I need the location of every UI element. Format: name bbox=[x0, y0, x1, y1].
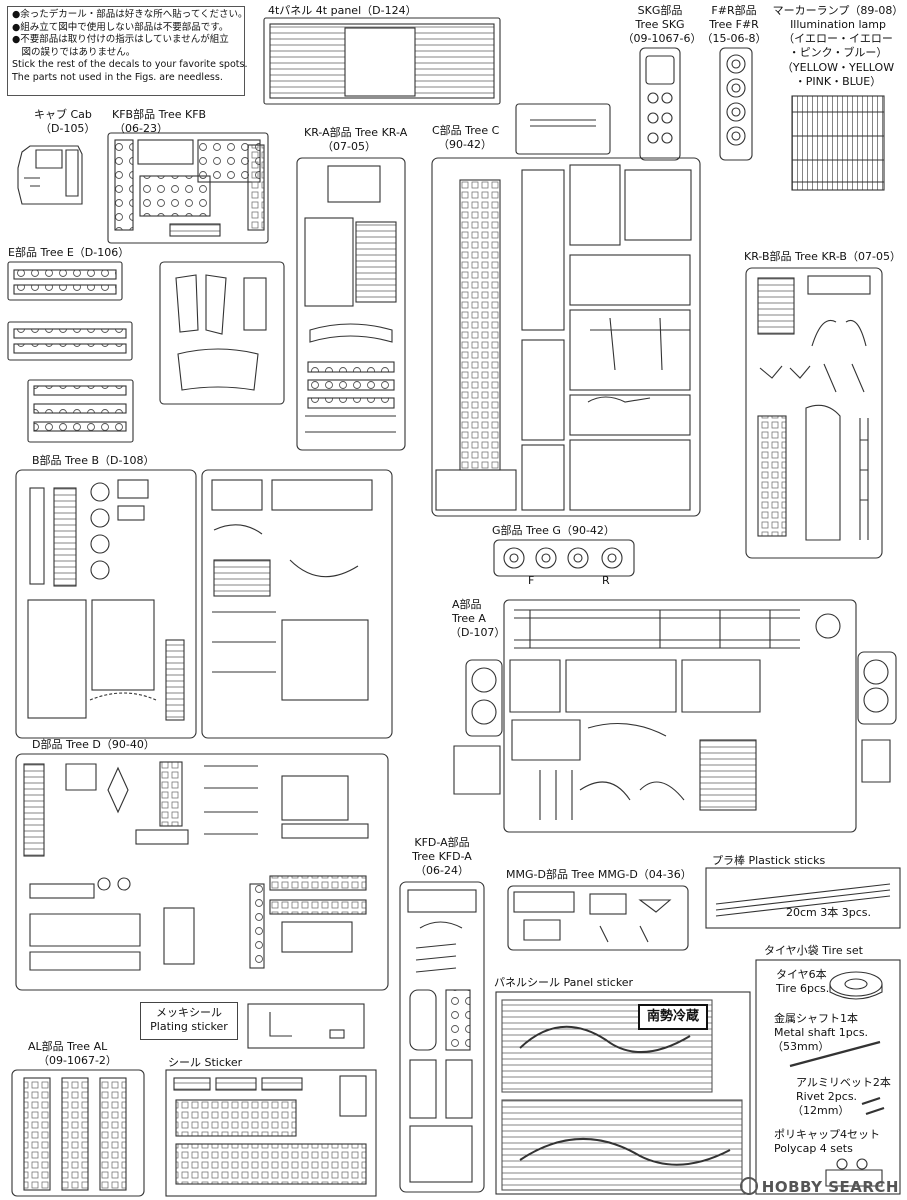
marker-lamp-label-2: Illumination lamp bbox=[790, 18, 886, 31]
tree-kr-a-code: （07-05） bbox=[322, 140, 376, 153]
notes-box: ●余ったデカール・部品は好きな所へ貼ってください。 ●組み立て図中で使用しない部… bbox=[7, 6, 248, 96]
tire-set-title: タイヤ小袋 Tire set bbox=[764, 944, 863, 957]
tree-kfd-a-label-3: （06-24） bbox=[415, 864, 469, 877]
panel-sticker-sheet bbox=[495, 991, 751, 1195]
tree-c-title: C部品 Tree C bbox=[432, 124, 500, 137]
tree-g-r-marker: R bbox=[602, 574, 610, 587]
tire-label-1: タイヤ6本 bbox=[776, 968, 827, 981]
hobby-search-logo-icon bbox=[739, 1177, 758, 1195]
note-line: ●不要部品は取り付けの指示はしていませんが組立 bbox=[12, 34, 229, 45]
note-line: Stick the rest of the decals to your fav… bbox=[12, 59, 248, 70]
watermark-text: HOBBY SEARCH bbox=[761, 1178, 899, 1196]
tree-a-label-3: （D-107） bbox=[450, 626, 506, 639]
rivet-label-1: アルミリベット2本 bbox=[796, 1076, 891, 1089]
tree-b-frame-left bbox=[15, 469, 197, 739]
tree-al-label-1: AL部品 Tree AL bbox=[28, 1040, 108, 1053]
tree-g-f-marker: F bbox=[528, 574, 535, 587]
tree-skg-label-3: （09-1067-6） bbox=[622, 32, 702, 45]
plastic-sticks-box bbox=[705, 867, 901, 929]
tree-fr-frame bbox=[719, 47, 753, 161]
tree-skg-frame bbox=[639, 47, 681, 161]
panel-sticker-logo: 南勢冷蔵 bbox=[638, 1004, 708, 1030]
polycap-label-2: Polycap 4 sets bbox=[774, 1142, 853, 1155]
cab-label: キャブ Cab bbox=[34, 108, 92, 121]
tree-kr-a-title: KR-A部品 Tree KR-A bbox=[304, 126, 408, 139]
tree-e-frame-2 bbox=[7, 321, 133, 361]
note-line: 図の誤りではありません。 bbox=[12, 46, 136, 58]
sticker-title: シール Sticker bbox=[168, 1056, 243, 1069]
plating-sticker-label-1: メッキシール bbox=[156, 1006, 222, 1019]
tree-kfb-code: （06-23） bbox=[114, 122, 168, 135]
tree-mmg-d-title: MMG-D部品 Tree MMG-D（04-36） bbox=[506, 868, 692, 881]
rivet-label-3: （12mm） bbox=[792, 1104, 850, 1117]
marker-lamp-label-4: ・ピンク・ブルー） bbox=[788, 46, 888, 59]
sticker-sheet bbox=[165, 1069, 377, 1197]
note-line: ●組み立て図中で使用しない部品は不要部品です。 bbox=[12, 21, 229, 33]
cab-outline bbox=[17, 145, 83, 205]
shaft-label-2: Metal shaft 1pcs. bbox=[774, 1026, 869, 1039]
plastic-sticks-note: 20cm 3本 3pcs. bbox=[786, 906, 872, 919]
tree-kr-b-title: KR-B部品 Tree KR-B（07-05） bbox=[744, 250, 901, 263]
tree-al-label-2: （09-1067-2） bbox=[38, 1054, 117, 1067]
marker-lamp-label-6: ・PINK・BLUE） bbox=[794, 75, 882, 88]
tree-fr-label-1: F#R部品 bbox=[711, 4, 757, 17]
tree-b-frame-right bbox=[201, 469, 393, 739]
tree-a-label-1: A部品 bbox=[452, 598, 482, 611]
tree-e-frame-3 bbox=[159, 261, 285, 405]
tree-mmg-d-frame bbox=[507, 885, 689, 951]
tree-e-frame-1 bbox=[7, 261, 123, 301]
plating-sticker-label-box: メッキシール Plating sticker bbox=[140, 1002, 238, 1040]
marker-lamp-label-5: （YELLOW・YELLOW bbox=[781, 61, 895, 74]
tree-fr-label-3: （15-06-8） bbox=[701, 32, 767, 45]
tree-kr-b-frame bbox=[745, 267, 883, 559]
plating-sticker-label-2: Plating sticker bbox=[150, 1020, 228, 1033]
tree-d-frame bbox=[15, 753, 389, 991]
tree-kfd-a-label-1: KFD-A部品 bbox=[414, 836, 470, 849]
tree-a-label-2: Tree A bbox=[452, 612, 486, 625]
tree-e-frame-4 bbox=[27, 379, 134, 443]
tree-kfb-frame bbox=[107, 132, 269, 244]
tree-skg-label-1: SKG部品 bbox=[637, 4, 683, 17]
hobby-search-watermark: HOBBY SEARCH bbox=[739, 1177, 899, 1196]
tree-c-code: （90-42） bbox=[438, 138, 492, 151]
panel-4t bbox=[263, 17, 501, 105]
tree-e-title: E部品 Tree E（D-106） bbox=[8, 246, 130, 259]
note-line: The parts not used in the Figs. are need… bbox=[12, 71, 223, 83]
panel-4t-label: 4tパネル 4t panel（D-124） bbox=[268, 4, 417, 17]
tree-kfb-title: KFB部品 Tree KFB bbox=[112, 108, 207, 121]
note-line: ●余ったデカール・部品は好きな所へ貼ってください。 bbox=[12, 9, 248, 20]
tree-skg-label-2: Tree SKG bbox=[635, 18, 685, 31]
tree-al-frame bbox=[11, 1069, 145, 1197]
plastic-sticks-title: プラ棒 Plastick sticks bbox=[712, 854, 826, 867]
tree-g-frame bbox=[493, 539, 635, 577]
tree-c-frame bbox=[431, 157, 701, 517]
shaft-label-3: （53mm） bbox=[772, 1040, 830, 1053]
tire-label-2: Tire 6pcs. bbox=[776, 982, 830, 995]
panel-sticker-title: パネルシール Panel sticker bbox=[494, 976, 634, 989]
tree-fr-label-2: Tree F#R bbox=[709, 18, 759, 31]
tire-set-box bbox=[755, 959, 901, 1195]
tree-kfd-a-frame bbox=[399, 881, 485, 1193]
marker-lamp-label-1: マーカーランプ（89-08） bbox=[772, 4, 904, 17]
polycap-label-1: ポリキャップ4セット bbox=[774, 1128, 880, 1141]
marker-lamp-sprue bbox=[791, 95, 885, 191]
cab-code: （D-105） bbox=[40, 122, 96, 135]
plating-sticker-sheet bbox=[247, 1003, 365, 1049]
tree-a-frame bbox=[503, 599, 857, 833]
tree-kr-a-frame bbox=[296, 157, 406, 451]
tree-g-title: G部品 Tree G（90-42） bbox=[492, 524, 615, 537]
tree-b-title: B部品 Tree B（D-108） bbox=[32, 454, 155, 467]
marker-lamp-label-3: （イエロー・イエロー bbox=[783, 32, 893, 45]
tree-kfd-a-label-2: Tree KFD-A bbox=[412, 850, 472, 863]
shaft-label-1: 金属シャフト1本 bbox=[774, 1012, 858, 1025]
rivet-label-2: Rivet 2pcs. bbox=[796, 1090, 858, 1103]
tree-d-title: D部品 Tree D（90-40） bbox=[32, 738, 155, 751]
